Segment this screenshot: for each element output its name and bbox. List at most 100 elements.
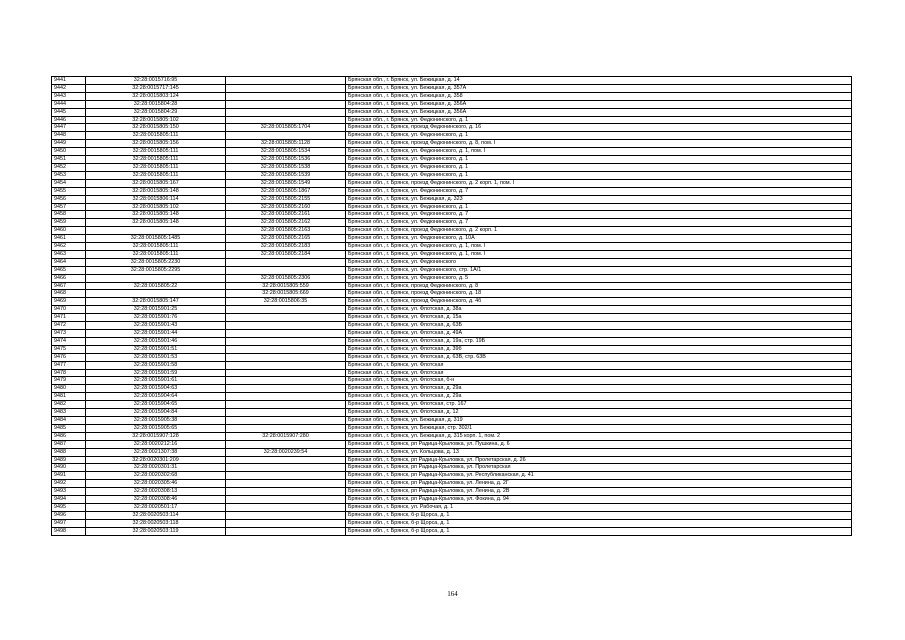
cadastral-number-cell: 32:28:0015901:51 [85, 344, 226, 354]
address-cell: Брянская обл., г. Брянск, ул. Бежицкая, … [345, 83, 852, 93]
row-number-cell: 9447 [51, 123, 86, 133]
cadastral-number-cell: 32:28:0015905:65 [85, 423, 226, 433]
related-cadastral-number-cell: 32:28:0015805:1549 [225, 178, 346, 188]
row-number-cell: 9467 [51, 281, 86, 291]
cadastral-number-cell: 32:28:0020503:118 [85, 518, 226, 528]
address-cell: Брянская обл., г. Брянск, проезд Федюнин… [345, 289, 852, 299]
related-cadastral-number-cell [225, 265, 346, 275]
address-cell: Брянская обл., г. Брянск, ул. Флотская, … [345, 400, 852, 410]
cadastral-number-cell: 32:28:0020503:119 [85, 526, 226, 536]
cadastral-number-cell: 32:28:0020501:17 [85, 502, 226, 512]
cadastral-number-cell: 32:28:0015806:114 [85, 194, 226, 204]
cadastral-number-cell: 32:28:0015804:28 [85, 99, 226, 109]
related-cadastral-number-cell [225, 99, 346, 109]
row-number-cell: 9446 [51, 115, 86, 125]
address-cell: Брянская обл., г. Брянск, ул. Кольцова, … [345, 447, 852, 457]
address-cell: Брянская обл., г. Брянск, ул. Флотская, … [345, 321, 852, 330]
address-cell: Брянская обл., г. Брянск, ул. Федюнинско… [345, 131, 852, 141]
row-number-cell: 9461 [51, 234, 86, 244]
related-cadastral-number-cell [225, 439, 346, 449]
related-cadastral-number-cell: 32:28:0015805:2163 [225, 226, 346, 236]
address-cell: Брянская обл., г. Брянск, ул. Федюнинско… [345, 186, 852, 196]
related-cadastral-number-cell: 32:28:0015805:1128 [225, 139, 346, 149]
address-cell: Брянская обл., г. Брянск, рп Радица-Крыл… [345, 479, 852, 489]
related-cadastral-number-cell [225, 479, 346, 489]
address-cell: Брянская обл., г. Брянск, рп Радица-Крыл… [345, 463, 852, 473]
cadastral-number-cell: 32:28:0021307:38 [85, 447, 226, 457]
cadastral-number-cell: 32:28:0015805:111 [85, 242, 226, 251]
related-cadastral-number-cell: 32:28:0015806:35 [225, 297, 346, 307]
related-cadastral-number-cell: 32:28:0015805:2184 [225, 249, 346, 259]
related-cadastral-number-cell [225, 463, 346, 473]
row-number-cell: 9490 [51, 463, 86, 473]
row-number-cell: 9470 [51, 305, 86, 315]
row-number-cell: 9482 [51, 400, 86, 410]
related-cadastral-number-cell [225, 257, 346, 267]
row-number-cell: 9466 [51, 273, 86, 283]
related-cadastral-number-cell [225, 400, 346, 410]
row-number-cell: 9493 [51, 487, 86, 497]
cadastral-number-cell: 32:28:0015805:102 [85, 115, 226, 125]
row-number-cell: 9471 [51, 313, 86, 323]
related-cadastral-number-cell [225, 423, 346, 433]
row-number-cell: 9456 [51, 194, 86, 204]
cadastral-number-cell: 32:28:0015805:111 [85, 155, 226, 164]
cadastral-number-cell: 32:28:0015805:102 [85, 202, 226, 212]
related-cadastral-number-cell [225, 91, 346, 101]
address-cell: Брянская обл., г. Брянск, проезд Федюнин… [345, 297, 852, 307]
related-cadastral-number-cell [225, 76, 346, 85]
related-cadastral-number-cell: 32:28:0015805:2161 [225, 210, 346, 220]
cadastral-number-cell [85, 289, 226, 299]
row-number-cell: 9479 [51, 376, 86, 386]
cadastral-number-cell: 32:28:0015804:29 [85, 107, 226, 117]
related-cadastral-number-cell [225, 526, 346, 536]
cadastral-number-cell: 32:28:0020212:16 [85, 439, 226, 449]
related-cadastral-number-cell [225, 107, 346, 117]
row-number-cell: 9451 [51, 155, 86, 164]
address-cell: Брянская обл., г. Брянск, ул. Флотская, … [345, 336, 852, 346]
related-cadastral-number-cell: 32:28:0015805:559 [225, 281, 346, 291]
row-number-cell: 9463 [51, 249, 86, 259]
row-number-cell: 9477 [51, 360, 86, 370]
row-number-cell: 9474 [51, 336, 86, 346]
address-cell: Брянская обл., г. Брянск, ул. Флотская, … [345, 305, 852, 315]
address-cell: Брянская обл., г. Брянск, проезд Федюнин… [345, 178, 852, 188]
address-cell: Брянская обл., г. Брянск, ул. Бежицкая, … [345, 99, 852, 109]
cadastral-number-cell: 32:28:0020301:31 [85, 463, 226, 473]
cadastral-number-cell: 32:28:0015805:1485 [85, 234, 226, 244]
row-number-cell: 9450 [51, 147, 86, 157]
cadastral-number-cell: 32:28:0015805:148 [85, 186, 226, 196]
row-number-cell: 9487 [51, 439, 86, 449]
cadastral-number-cell [85, 273, 226, 283]
cadastral-number-cell: 32:28:0015901:43 [85, 321, 226, 330]
cadastral-number-cell: 32:28:0020305:46 [85, 479, 226, 489]
address-cell: Брянская обл., г. Брянск, б-р Щорса, д. … [345, 510, 852, 520]
address-cell: Брянская обл., г. Брянск, проезд Федюнин… [345, 139, 852, 149]
address-cell: Брянская обл., г. Брянск, ул. Федюнинско… [345, 257, 852, 267]
